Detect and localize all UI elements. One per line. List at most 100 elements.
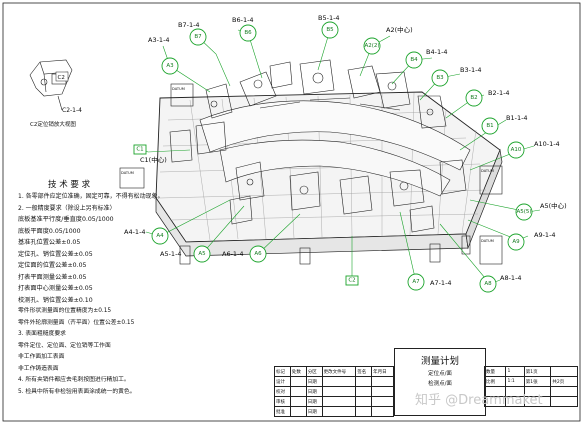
svg-text:A7: A7 (412, 279, 420, 285)
callout-b2: B2-1-4 (488, 89, 510, 97)
svg-text:A9: A9 (512, 239, 520, 245)
svg-text:A6: A6 (254, 251, 262, 257)
callout-a8: A8-1-4 (500, 274, 522, 282)
rev-header: 年月日 (371, 366, 394, 377)
detail-labels: C2 C2-1-4 C2定位销放大视图 (30, 71, 82, 128)
balloon-layer: B7 B6 B5 A2(2) A3 B4 B3 B2 B1 A10 A5(5) … (133, 21, 533, 293)
date-cell: 日期 (305, 406, 323, 417)
note-line: 2. 一般精度要求（除设上另有标准） (18, 204, 116, 212)
role-cell: 审核 (274, 396, 291, 407)
bubble-a9: A9 (507, 233, 525, 251)
bubble-a6: A6 (249, 245, 267, 263)
callout-a2: A2(中心) (386, 25, 413, 34)
technical-requirements: 技 术 要 求 1. 各零部件应定位准确，固定可靠，不得有松动现象。 2. 一般… (18, 178, 248, 398)
datum-box-b-label: DATUM (481, 169, 494, 173)
svg-text:A3: A3 (166, 63, 174, 69)
watermark: 知乎 @Dreammaket (415, 393, 543, 408)
note-line: 基准孔位置公差±0.05 (18, 239, 81, 246)
callout-c1: C1(中心) (140, 155, 167, 164)
datum-box-c-label: DATUM (121, 171, 134, 175)
note-line: 4. 所有夹销件都应去毛刺按图进行精加工。 (18, 377, 130, 383)
title-sub1: 定位点/面 (428, 371, 452, 377)
part-and-clamps (169, 59, 471, 233)
note-line: 打表平面测量公差±0.05 (18, 273, 87, 281)
detail-view-c2 (29, 59, 73, 111)
note-line: 非工作铸造表面 (18, 365, 59, 372)
callout-b7: B7-1-4 (178, 21, 200, 29)
callout-b6: B6-1-4 (232, 16, 254, 24)
note-line: 3. 表面粗糙度要求 (18, 331, 66, 337)
svg-text:B1: B1 (486, 123, 493, 129)
total-label: 共2页 (550, 376, 578, 387)
note-line: 1. 各零部件应定位准确，固定可靠，不得有松动现象。 (18, 193, 164, 200)
bubble-b4: B4 (405, 51, 423, 69)
datum-box-a-label: DATUM (172, 87, 185, 91)
svg-text:A10: A10 (511, 147, 522, 153)
note-line: 5. 检具中所有非检验用表面涂成统一的黄色。 (18, 388, 136, 395)
title-text: 测量计划 (420, 356, 459, 367)
datum-box-d-label: DATUM (481, 239, 494, 243)
callout-b4: B4-1-4 (426, 48, 448, 56)
detail-caption: C2定位销放大视图 (30, 120, 76, 128)
note-line: 零件形状测量面的位置精度为±0.15 (18, 308, 112, 314)
bubble-a2: A2(2) (363, 37, 381, 55)
detail-c2-tag: C2 (58, 75, 65, 81)
callout-b1: B1-1-4 (506, 114, 528, 122)
note-line: 零件定位、定位面、定位销等工作面 (18, 342, 111, 349)
bubble-b6: B6 (239, 24, 257, 42)
bubble-a8: A8 (479, 275, 497, 293)
svg-text:A5: A5 (198, 251, 206, 257)
bubble-b1: B1 (481, 117, 499, 135)
bubble-a5c: A5(5) (515, 203, 533, 221)
note-line: 底板平面度0.05/1000 (18, 227, 81, 235)
callout-a4: A4-1-4 (124, 228, 146, 236)
svg-text:B5: B5 (326, 27, 334, 33)
date-cell: 日期 (305, 376, 323, 387)
rev-header: 签名 (355, 366, 373, 377)
role-row: 审核 日期 (274, 396, 394, 407)
callout-a9: A9-1-4 (534, 231, 556, 239)
note-line: 定位面的位置公差±0.05 (18, 262, 87, 269)
sheet-label: 第1页 (523, 366, 552, 377)
role-cell: 校对 (274, 386, 291, 397)
qty-label: 数量 (483, 366, 507, 377)
note-line: 非工作面加工表面 (18, 354, 65, 360)
bubble-b2: B2 (465, 89, 483, 107)
bubble-a5: A5 (193, 245, 211, 263)
role-cell: 批准 (274, 406, 291, 417)
scale-value: 1:1 (505, 376, 525, 387)
rev-header: 更改文件号 (321, 366, 357, 377)
svg-text:B6: B6 (244, 30, 252, 36)
callout-a5c: A5(中心) (540, 201, 567, 210)
datum-boxes: DATUM DATUM DATUM DATUM (119, 83, 503, 265)
svg-text:B3: B3 (436, 75, 444, 81)
bubble-a3: A3 (161, 57, 179, 75)
callout-b3: B3-1-4 (460, 66, 482, 74)
bubble-b7: B7 (189, 28, 207, 46)
callout-labels: B7-1-4 B6-1-4 B5-1-4 A2(中心) A3-1-4 B4-1-… (124, 14, 567, 287)
svg-text:C2: C2 (348, 278, 355, 284)
bubble-a10: A10 (507, 141, 525, 159)
page-label: 第1张 (523, 376, 552, 387)
svg-text:C1: C1 (136, 147, 143, 153)
title-sub2: 检测点/面 (428, 381, 452, 387)
callout-a5: A5-1-4 (160, 250, 182, 258)
square-tag-c2: C2 (345, 275, 359, 286)
notes-heading: 技 术 要 求 (48, 180, 91, 190)
bubble-a4: A4 (151, 227, 169, 245)
svg-text:A4: A4 (156, 233, 164, 239)
date-cell: 日期 (305, 386, 323, 397)
note-line: 底板基准平行度/垂直度0.05/1000 (18, 216, 114, 223)
bubble-b5: B5 (321, 21, 339, 39)
callout-a10: A10-1-4 (534, 140, 560, 148)
svg-text:B2: B2 (470, 95, 477, 101)
role-row: 校对 日期 (274, 386, 394, 397)
note-line: 打表面中心测量公差±0.05 (18, 285, 93, 292)
date-cell: 日期 (305, 396, 323, 407)
square-tag-c1: C1 (133, 144, 147, 155)
sheet-info-table: 数量 1 第1页 比例 1:1 第1张 共2页 (483, 366, 578, 407)
svg-text:B7: B7 (194, 34, 202, 40)
